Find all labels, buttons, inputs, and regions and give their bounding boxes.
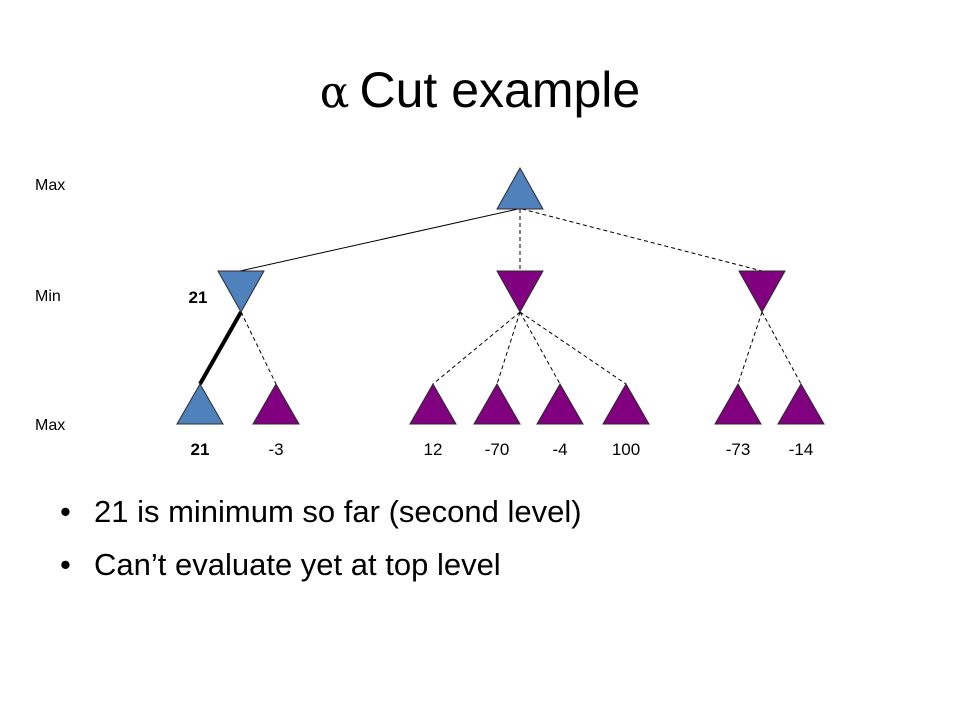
leaf-node-5 xyxy=(536,382,584,425)
leaf-node-2 xyxy=(252,382,300,425)
edge-min1-to-leaf-21 xyxy=(198,311,243,385)
min-node-1 xyxy=(217,270,265,314)
edge-root-to-min-3 xyxy=(521,208,763,272)
title-text: Cut example xyxy=(359,62,641,118)
edge-min2-to-leaf-100 xyxy=(519,311,627,385)
bullet-dot-icon: • xyxy=(60,547,71,582)
leaf-node-6 xyxy=(602,382,650,425)
leaf-value-6: 100 xyxy=(612,440,640,459)
leaf-value-4: -70 xyxy=(485,440,510,459)
bullet-item-1: • 21 is minimum so far (second level) xyxy=(60,492,582,532)
leaf-node-7 xyxy=(714,382,762,425)
edge-min2-to-leaf-12 xyxy=(432,311,521,385)
bullet-text-1: 21 is minimum so far (second level) xyxy=(94,494,582,529)
min-node-1-value: 21 xyxy=(189,288,208,307)
min-node-3 xyxy=(738,270,786,314)
level-label-min: Min xyxy=(35,288,61,305)
leaf-node-8 xyxy=(777,382,825,425)
edge-min3-to-leaf-minus73 xyxy=(737,311,763,385)
level-label-max-top: Max xyxy=(35,177,65,194)
edge-min3-to-leaf-minus14 xyxy=(761,311,802,385)
leaf-value-5: -4 xyxy=(552,440,567,459)
alpha-symbol: α xyxy=(319,67,350,118)
leaf-value-8: -14 xyxy=(789,440,814,459)
bullet-text-2: Can’t evaluate yet at top level xyxy=(94,547,501,582)
leaf-value-1: 21 xyxy=(191,440,210,459)
edge-root-to-min-1 xyxy=(239,208,519,272)
leaf-node-1 xyxy=(176,382,224,425)
leaf-node-4 xyxy=(473,382,521,425)
bullet-dot-icon: • xyxy=(60,494,71,529)
root-max-node xyxy=(496,166,544,210)
edge-min2-to-leaf-minus70 xyxy=(496,311,521,385)
level-label-max-bottom: Max xyxy=(35,417,65,434)
bullet-item-2: • Can’t evaluate yet at top level xyxy=(60,545,582,585)
leaf-value-3: 12 xyxy=(424,440,443,459)
leaf-value-7: -73 xyxy=(726,440,751,459)
edge-min2-to-leaf-minus4 xyxy=(519,311,561,385)
leaf-node-3 xyxy=(409,382,457,425)
min-node-2 xyxy=(496,270,544,314)
bullet-list: • 21 is minimum so far (second level) • … xyxy=(60,492,582,598)
edge-min1-to-leaf-minus3 xyxy=(240,311,277,385)
leaf-value-2: -3 xyxy=(268,440,283,459)
